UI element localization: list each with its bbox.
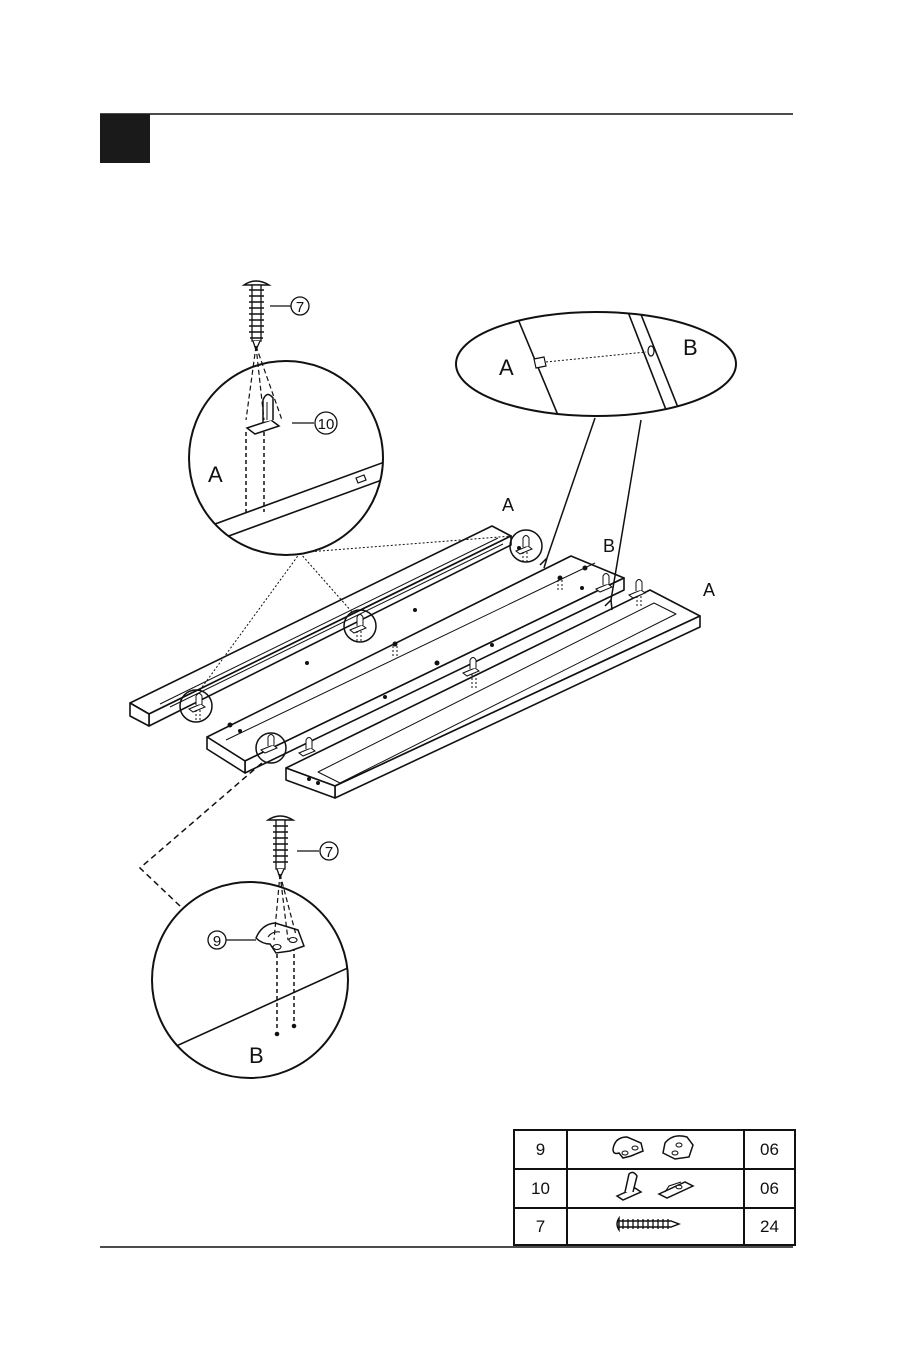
part-picture [567,1130,744,1169]
table-row: 9 06 [514,1130,795,1169]
part-number: 10 [514,1169,567,1208]
parts-table: 9 06 10 [513,1129,796,1246]
label-ellipse-right: B [683,335,698,360]
label-rail-right: A [703,580,715,600]
callout-top-screw: 7 [296,299,304,316]
joint-ellipse-detail: A B [456,312,736,420]
part-qty: 24 [744,1208,795,1245]
table-row: 7 24 [514,1208,795,1245]
part-picture [567,1169,744,1208]
part-picture [567,1208,744,1245]
callout-top-bracket: 10 [318,416,335,433]
label-ellipse-left: A [499,355,514,380]
corner-bracket-pair-icon [601,1131,711,1163]
mini-bracket [516,536,532,555]
label-rail-left: A [502,495,514,515]
top-detail-circle [185,361,390,555]
callout-bottom-screw: 7 [325,844,333,861]
part-qty: 06 [744,1169,795,1208]
label-rail-middle: B [603,536,615,556]
label-bottom-circle: B [249,1043,264,1068]
angle-bracket-pair-icon [601,1170,711,1202]
label-top-circle: A [208,462,223,487]
table-row: 10 06 [514,1169,795,1208]
step-number-box [100,114,150,163]
part-qty: 06 [744,1130,795,1169]
callout-bottom-bracket: 9 [213,933,221,950]
part-number: 7 [514,1208,567,1245]
wood-screw-icon [601,1212,711,1236]
part-number: 9 [514,1130,567,1169]
